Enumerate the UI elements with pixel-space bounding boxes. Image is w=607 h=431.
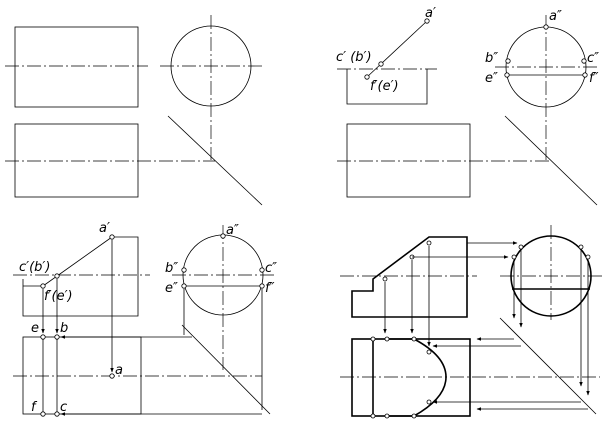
point-front-1: [382, 276, 388, 282]
front-view-rect: [14, 26, 139, 108]
label-a1: a′: [99, 221, 110, 236]
slant-cut-line: [42, 236, 113, 287]
front-view-outline: [22, 236, 139, 317]
point-top-3: [411, 336, 417, 342]
point-a2: [543, 24, 549, 30]
label-c2: c″: [265, 261, 277, 276]
top-view-rect: [351, 338, 471, 417]
panel-bottom-left: a′ c′(b′) f′(e′) a″ b″ c″ e″ f″ e b a f …: [13, 221, 277, 417]
point-side-3: [578, 244, 584, 250]
point-a1: [109, 234, 115, 240]
miter-line: [181, 324, 271, 415]
front-view-cut-outline: [346, 69, 428, 105]
point-c1b1: [54, 273, 60, 279]
point-c: [54, 411, 60, 417]
label-e: e: [31, 321, 39, 336]
point-side-4: [585, 254, 591, 260]
point-c1b1: [378, 61, 384, 67]
point-top-7: [384, 413, 390, 419]
panel-top-right: a′ c′ (b′) f′(e′) a″ b″ c″ e″ f″: [336, 6, 599, 206]
point-b2: [505, 58, 511, 64]
panel-top-left: [5, 15, 263, 206]
point-e2: [181, 283, 187, 289]
point-top-4: [426, 349, 432, 355]
label-e2: e″: [165, 281, 178, 296]
label-a2: a″: [549, 9, 562, 24]
label-b2: b″: [485, 51, 498, 66]
label-a2: a″: [226, 223, 239, 238]
miter-line: [504, 115, 598, 206]
point-side-1: [511, 254, 517, 260]
label-a: a: [115, 363, 123, 378]
front-view-outline: [351, 236, 468, 318]
point-b: [54, 334, 60, 340]
miter-line: [167, 115, 263, 206]
label-f: f: [31, 400, 38, 415]
label-c: c: [60, 400, 67, 415]
panel-bottom-right: [340, 225, 602, 419]
point-a1: [424, 18, 430, 24]
point-e: [40, 334, 46, 340]
label-c1b1: c′ (b′): [336, 50, 372, 65]
point-a: [109, 373, 115, 379]
label-c2: c″: [587, 51, 599, 66]
label-f1e1: f′(e′): [370, 79, 399, 94]
label-b2: b″: [165, 261, 178, 276]
point-e2: [504, 72, 510, 78]
point-c2: [259, 267, 265, 273]
point-f2: [582, 72, 588, 78]
miter-line: [499, 317, 597, 415]
point-top-6: [411, 413, 417, 419]
point-f1e1: [364, 74, 370, 80]
point-top-2: [384, 336, 390, 342]
top-view-rect: [346, 123, 471, 198]
point-a2: [220, 233, 226, 239]
label-f2: f″: [265, 281, 275, 296]
label-b: b: [60, 321, 68, 336]
label-c1b1: c′(b′): [19, 260, 50, 275]
point-top-1: [370, 336, 376, 342]
label-e2: e″: [485, 71, 498, 86]
label-f1e1: f′(e′): [44, 289, 73, 304]
top-view-curve: [387, 338, 447, 417]
label-f2: f″: [589, 71, 599, 86]
top-view-rect: [22, 336, 142, 415]
point-b2: [181, 267, 187, 273]
point-top-8: [370, 413, 376, 419]
point-side-2: [518, 244, 524, 250]
top-view-rect: [14, 123, 139, 198]
point-front-3: [426, 240, 432, 246]
point-c2: [581, 58, 587, 64]
point-f1e1: [40, 283, 46, 289]
point-f: [40, 411, 46, 417]
label-a1: a′: [425, 6, 436, 21]
point-top-5: [426, 399, 432, 405]
slant-cut-line: [366, 20, 428, 78]
point-f2: [259, 283, 265, 289]
